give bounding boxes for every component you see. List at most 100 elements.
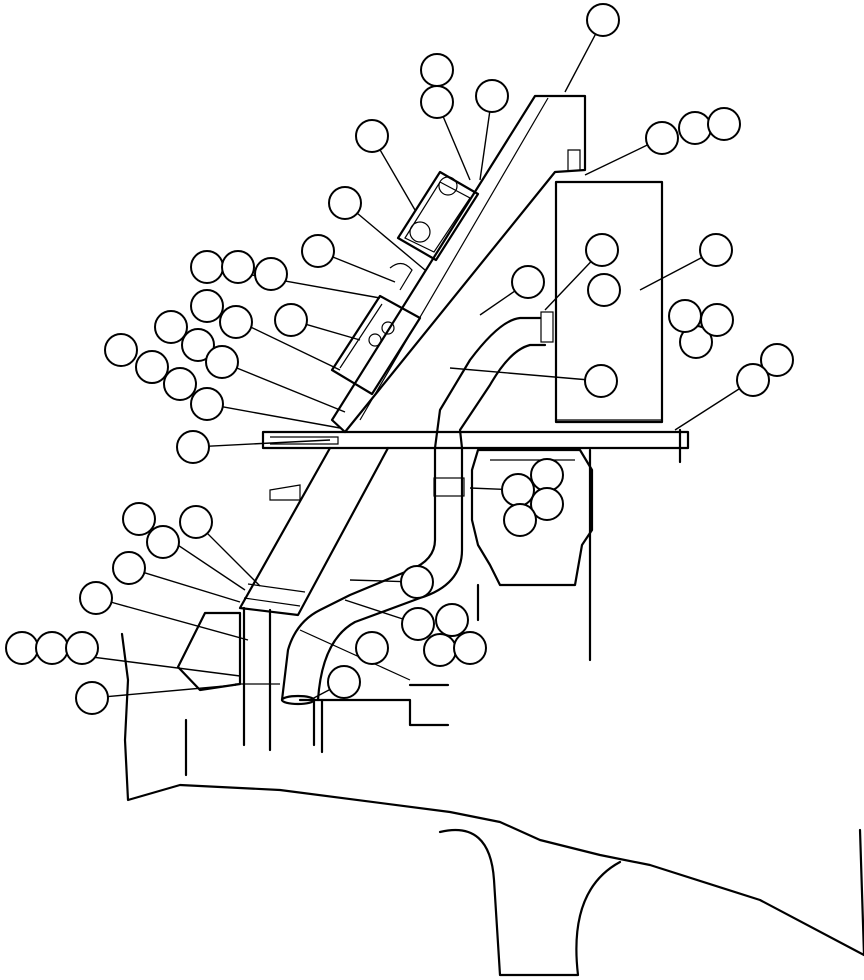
callout-balloon — [344, 599, 435, 641]
callout-circle — [420, 53, 454, 87]
callout-balloon — [328, 186, 426, 271]
callout-circle — [400, 565, 434, 599]
callout-leader-line — [344, 599, 404, 620]
callout-leader-line — [674, 388, 740, 431]
callout-circle — [146, 525, 180, 559]
callout-circle — [79, 581, 113, 615]
callout-circle — [65, 631, 99, 665]
filter-box — [396, 170, 480, 262]
callout-balloon — [190, 387, 341, 429]
callout-leader-line — [349, 579, 402, 583]
callout-leader-line — [236, 367, 346, 413]
callout-balloon — [420, 85, 471, 181]
callout-leader-line — [111, 601, 249, 641]
callout-circle — [585, 233, 619, 267]
callout-balloon — [112, 551, 241, 603]
callout-circle — [355, 119, 389, 153]
callout-circle — [205, 345, 239, 379]
callout-leader-line — [639, 256, 703, 291]
callout-balloon — [163, 367, 197, 401]
callout-circle — [190, 250, 224, 284]
callout-balloon — [135, 350, 169, 384]
callout-balloon — [104, 333, 138, 367]
callout-balloon — [639, 233, 733, 291]
chute — [238, 446, 390, 617]
callout-circle — [420, 85, 454, 119]
callout-leader-line — [356, 212, 426, 271]
callout-leader-line — [309, 688, 331, 701]
equipment-drawing — [120, 94, 864, 977]
callout-circle — [221, 250, 255, 284]
callout-balloon — [564, 3, 620, 93]
callout-circle — [501, 473, 535, 507]
base-frame — [120, 632, 864, 957]
callout-circle — [274, 303, 308, 337]
callout-balloon — [179, 505, 261, 587]
callout-circle — [355, 631, 389, 665]
callout-balloon — [154, 310, 188, 344]
callout-circle — [760, 343, 794, 377]
callout-circle — [645, 121, 679, 155]
callout-balloon — [219, 305, 253, 339]
callout-balloon — [678, 111, 712, 145]
callout-balloon — [435, 603, 469, 637]
callout-circle — [435, 603, 469, 637]
callout-circle — [181, 328, 215, 362]
callout-balloon — [503, 503, 537, 537]
callout-balloon — [254, 257, 288, 291]
platform-beam — [261, 430, 690, 450]
callout-circle — [190, 387, 224, 421]
callout-leader-line — [208, 439, 331, 447]
callout-balloon — [65, 631, 99, 665]
callout-leader-line — [144, 572, 241, 603]
callout-balloon — [453, 631, 487, 665]
callout-balloon — [274, 303, 361, 341]
callout-leader-line — [206, 532, 261, 587]
callout-circle — [678, 111, 712, 145]
callout-leader-line — [479, 111, 491, 181]
callout-circle — [35, 631, 69, 665]
callout-balloon — [355, 119, 416, 211]
callout-balloon — [205, 345, 346, 413]
callout-circle — [122, 502, 156, 536]
callout-balloon — [181, 328, 215, 362]
callout-leader-line — [332, 256, 396, 283]
cabinet — [554, 180, 664, 424]
callout-leader-line — [564, 33, 597, 93]
callout-balloon — [479, 265, 545, 316]
callout-balloon — [79, 581, 249, 641]
callout-circle — [5, 631, 39, 665]
callout-balloon — [674, 363, 770, 431]
callout-circle — [219, 305, 253, 339]
callout-leader-line — [469, 487, 503, 491]
callout-balloon — [668, 299, 702, 333]
callout-circle — [190, 289, 224, 323]
callout-leader-line — [544, 261, 592, 311]
callout-circle — [328, 186, 362, 220]
callout-leader-line — [306, 323, 361, 341]
callout-group — [5, 3, 794, 715]
callout-balloon — [707, 107, 741, 141]
callout-balloon — [469, 473, 535, 507]
callout-leader-line — [107, 684, 237, 698]
callout-circle — [104, 333, 138, 367]
callout-circle — [154, 310, 188, 344]
left-bracket — [176, 611, 242, 692]
callout-balloon — [355, 631, 389, 665]
callout-leader-line — [584, 144, 648, 176]
duct — [280, 316, 542, 702]
callout-leader-line — [222, 406, 341, 429]
callout-leader-line — [379, 149, 416, 211]
callout-circle — [75, 681, 109, 715]
callout-balloon — [530, 487, 564, 521]
callout-circle — [475, 79, 509, 113]
callout-circle — [112, 551, 146, 585]
callout-circle — [163, 367, 197, 401]
callout-circle — [254, 257, 288, 291]
callout-circle — [301, 234, 335, 268]
callout-leader-line — [479, 290, 516, 316]
callout-balloon — [423, 633, 457, 667]
callout-leader-line — [442, 116, 471, 181]
callout-circle — [587, 273, 621, 307]
callout-balloon — [700, 303, 734, 337]
